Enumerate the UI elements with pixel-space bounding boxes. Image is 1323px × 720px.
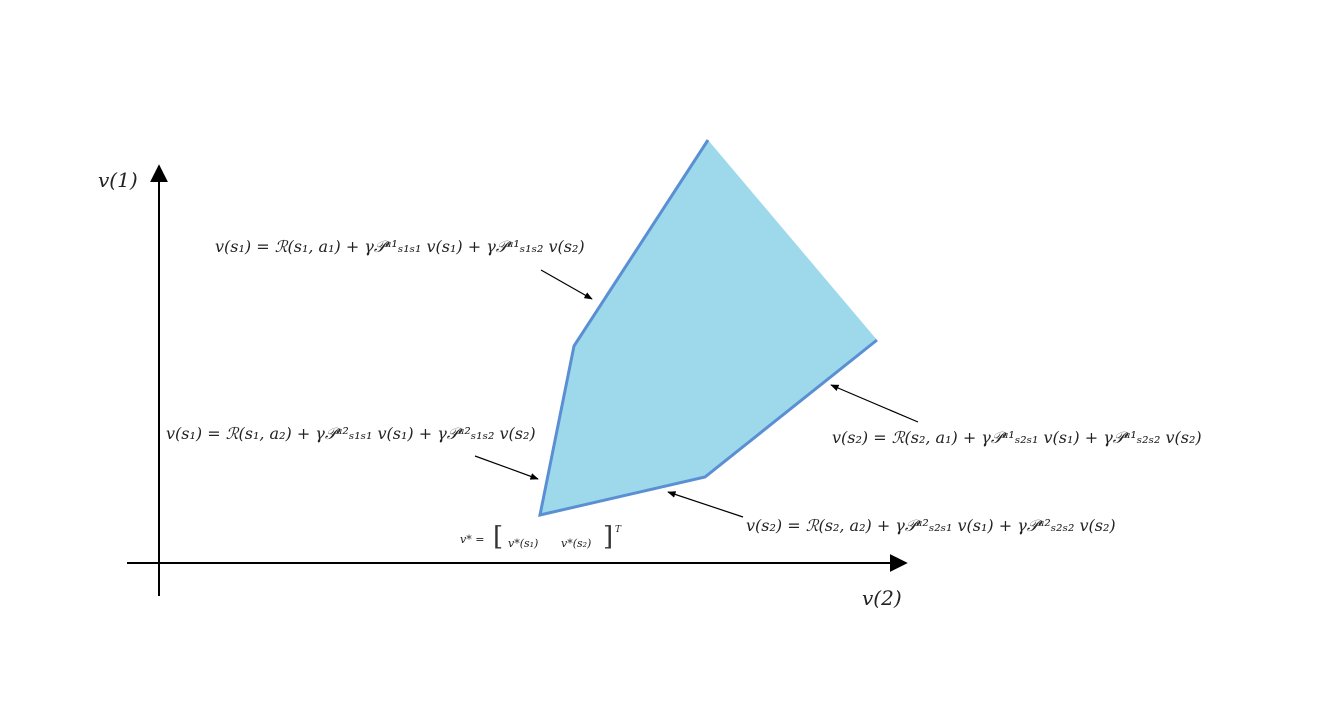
- left-bracket-icon: [: [493, 522, 504, 552]
- pointer-arrow-right-lower: [667, 491, 744, 518]
- optimal-lhs: v* =: [460, 533, 485, 546]
- equation-right-lower: v(s₂) = ℛ(s₂, a₂) + γ𝒫ᵃ²ₛ₂ₛ₁ v(s₁) + γ𝒫ᵃ…: [746, 516, 1116, 535]
- x-axis-label: v(2): [862, 586, 902, 610]
- equation-top-left: v(s₁) = ℛ(s₁, a₁) + γ𝒫ᵃ¹ₛ₁ₛ₁ v(s₁) + γ𝒫ᵃ…: [215, 237, 585, 256]
- right-bracket-icon: ]: [603, 522, 614, 552]
- equation-mid-left: v(s₁) = ℛ(s₁, a₂) + γ𝒫ᵃ²ₛ₁ₛ₁ v(s₁) + γ𝒫ᵃ…: [166, 424, 536, 443]
- region-boundary: [538, 139, 878, 517]
- pointer-arrow-mid-left: [474, 455, 539, 480]
- transpose-marker: T: [615, 525, 622, 535]
- optimal-entry-1: v*(s₁): [508, 537, 539, 550]
- feasible-region: [540, 140, 877, 515]
- pointer-arrow-top-left: [540, 269, 593, 300]
- y-axis-label: v(1): [98, 168, 138, 192]
- pointer-arrow-right-upper: [830, 384, 919, 423]
- optimal-entry-2: v*(s₂): [561, 537, 592, 550]
- equation-right-upper: v(s₂) = ℛ(s₂, a₁) + γ𝒫ᵃ¹ₛ₂ₛ₁ v(s₁) + γ𝒫ᵃ…: [832, 428, 1202, 447]
- optimal-value-vector: v* = [ v*(s₁) v*(s₂) ] T: [460, 522, 630, 561]
